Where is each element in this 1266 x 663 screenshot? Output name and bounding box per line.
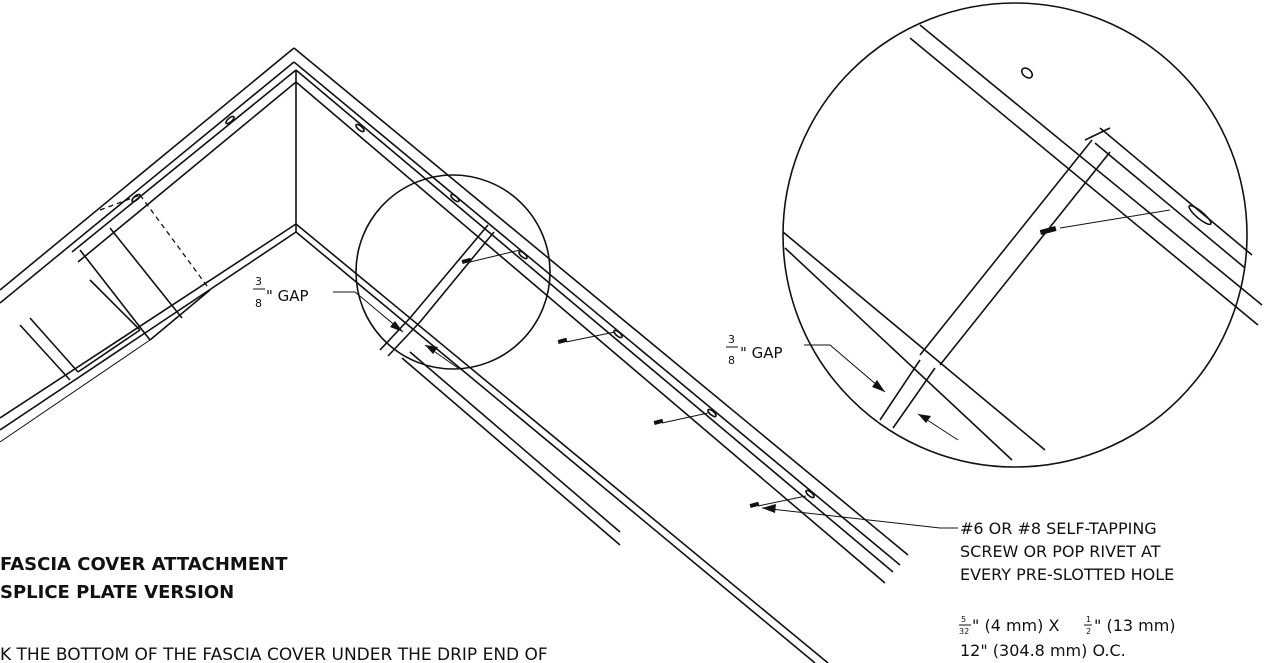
- svg-text:5: 5: [961, 615, 966, 624]
- svg-text:8: 8: [728, 354, 735, 367]
- gap-joint-main: [379, 224, 495, 357]
- screw-note: #6 OR #8 SELF-TAPPING SCREW OR POP RIVET…: [959, 519, 1176, 660]
- svg-text:" (4 mm) X: " (4 mm) X: [972, 616, 1059, 635]
- instruction-text: K THE BOTTOM OF THE FASCIA COVER UNDER T…: [0, 645, 548, 663]
- gap-left-label: 3 8 " GAP: [253, 275, 309, 310]
- detail-enlarged: [782, 2, 1263, 468]
- svg-text:SCREW OR POP RIVET AT: SCREW OR POP RIVET AT: [960, 542, 1161, 561]
- gap-left-arrows: [333, 291, 459, 369]
- screw-note-leader: [761, 504, 958, 529]
- detail-callout-circle: [355, 174, 551, 370]
- svg-text:8: 8: [255, 297, 262, 310]
- svg-text:3: 3: [255, 275, 262, 288]
- svg-text:2: 2: [1086, 627, 1091, 636]
- svg-text:32: 32: [959, 627, 969, 636]
- svg-text:EVERY PRE-SLOTTED HOLE: EVERY PRE-SLOTTED HOLE: [960, 565, 1174, 584]
- svg-text:SPLICE PLATE VERSION: SPLICE PLATE VERSION: [0, 582, 234, 603]
- svg-text:" GAP: " GAP: [266, 287, 309, 305]
- gap-right-arrows: [804, 344, 959, 441]
- gap-right-label: 3 8 " GAP: [726, 333, 783, 367]
- svg-text:FASCIA COVER ATTACHMENT: FASCIA COVER ATTACHMENT: [0, 554, 288, 575]
- svg-text:1: 1: [1086, 615, 1091, 624]
- fascia-right-run: [293, 47, 909, 663]
- svg-text:" GAP: " GAP: [740, 344, 783, 362]
- svg-text:#6 OR #8 SELF-TAPPING: #6 OR #8 SELF-TAPPING: [960, 519, 1157, 538]
- fascia-left-run: [0, 47, 297, 443]
- svg-text:" (13 mm): " (13 mm): [1094, 616, 1176, 635]
- title-block: FASCIA COVER ATTACHMENT SPLICE PLATE VER…: [0, 554, 288, 603]
- svg-text:3: 3: [728, 333, 735, 346]
- svg-text:12" (304.8 mm) O.C.: 12" (304.8 mm) O.C.: [960, 641, 1126, 660]
- screws: [461, 249, 807, 508]
- pre-slotted-holes: [131, 115, 815, 499]
- splice-plate: [19, 194, 211, 381]
